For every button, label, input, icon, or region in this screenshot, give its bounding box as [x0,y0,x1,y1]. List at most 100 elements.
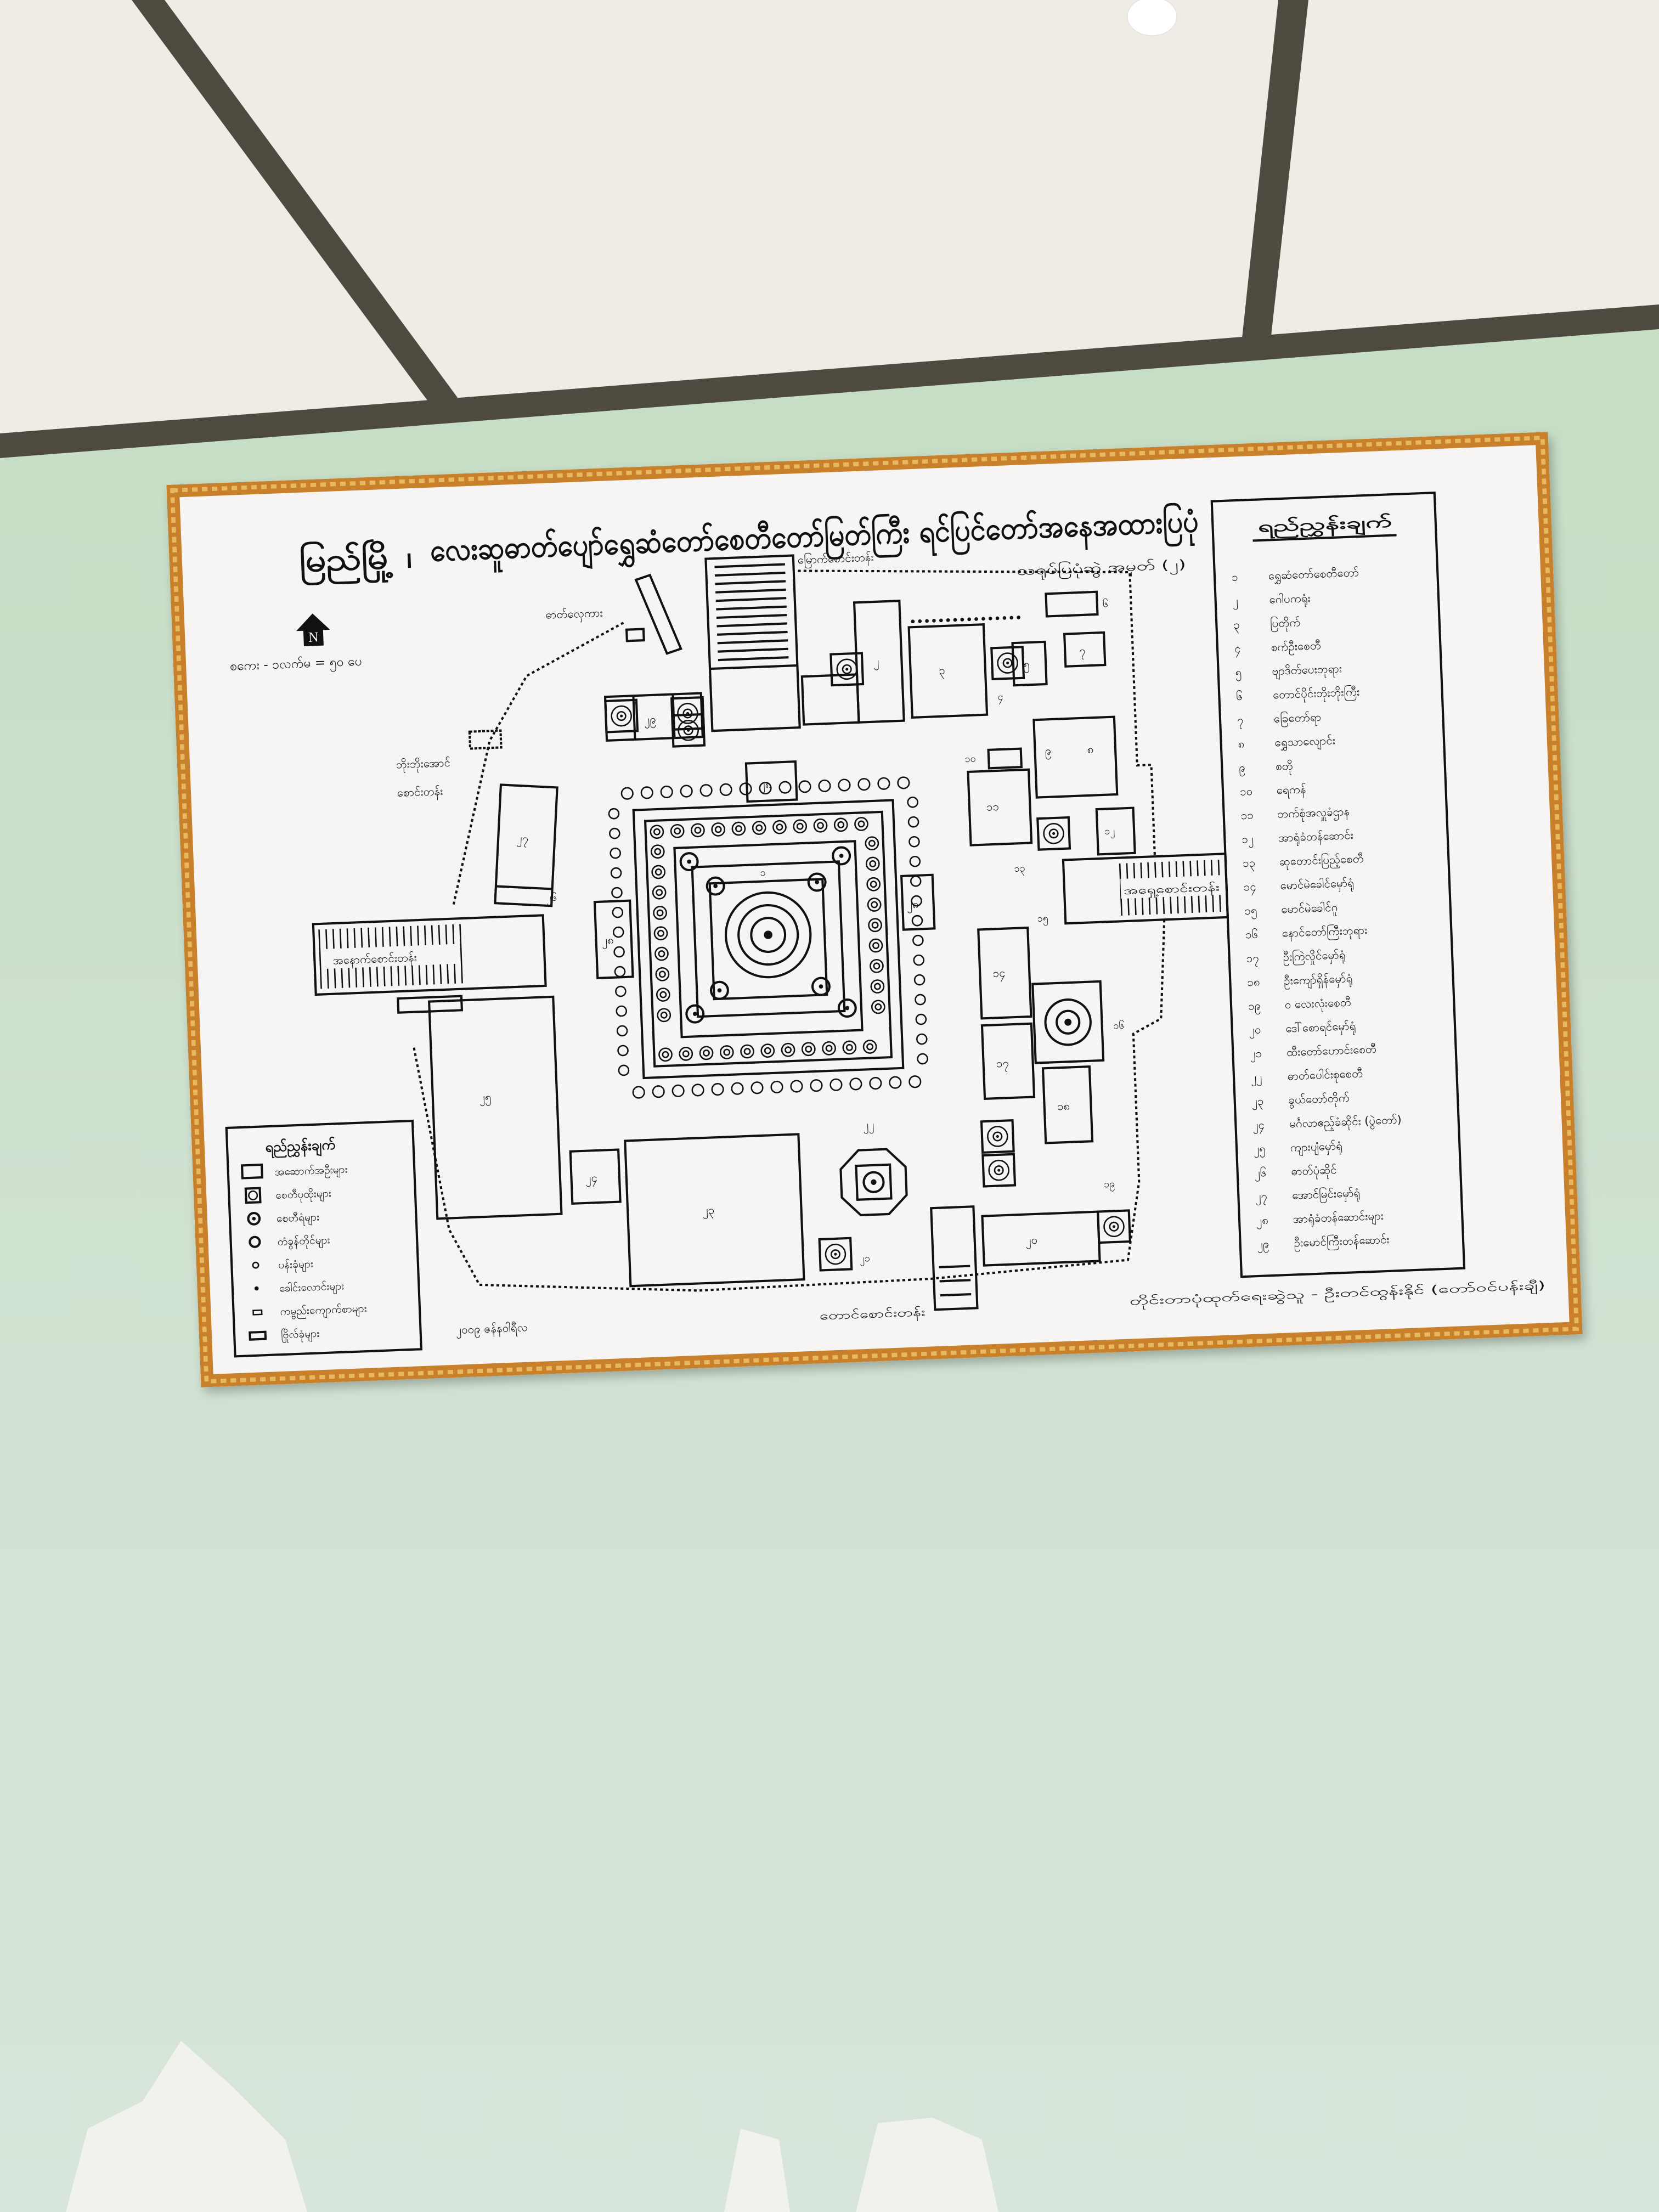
legend-item-number: ၁၈ [1247,975,1260,989]
bell [1002,616,1007,620]
svg-text:၂: ၂ [873,654,879,670]
south-stairway [930,1205,979,1311]
flag-post [909,855,921,867]
flag-post [857,778,871,791]
flag-post [915,994,926,1006]
pillar-circle [653,926,668,941]
pillar-circle [865,856,880,871]
flag-post [917,1053,928,1065]
building-6: ၆ [1045,590,1109,618]
svg-text:၂၈: ၂၈ [601,933,614,949]
svg-text:၂၅: ၂၅ [479,1091,492,1107]
pillar-circle [867,898,882,912]
bell [911,619,915,624]
dot-circle-icon [247,1212,261,1226]
cave-15-label: ၁၅ [1037,912,1048,926]
legend-item-number: ၂ [1232,594,1238,610]
pillar-circle [842,1040,857,1055]
stupa-icon [604,698,639,733]
flag-post [719,783,732,796]
ceiling-hook [1127,0,1177,36]
legend-item-number: ၂၇ [1255,1189,1268,1205]
building-25: ၂၅ [397,995,563,1220]
legend-item-number: ၂၁ [1250,1047,1262,1063]
legend-item: ၁၉ဝ လေးလုံးစေတီ [1248,996,1352,1015]
bell [967,617,972,622]
pillar-circle [833,817,848,832]
legend-item-number: ၃ [1233,618,1240,633]
pond-10: ၁၀ [964,747,1023,770]
flag-post [610,867,622,879]
building-17: ၁၇ [980,1022,1036,1101]
stupa-22: ၂၂ [839,1118,908,1216]
legend-item: ၉စတို [1239,759,1293,777]
flag-post [680,785,693,798]
flag-post [912,934,924,946]
legend-item-number: ၁၉ [1248,999,1261,1015]
flag-post [615,985,627,997]
flag-post [618,1064,630,1076]
flag-post [889,1076,902,1089]
flag-post [652,1085,665,1098]
svg-text:၈: ၈ [1087,742,1094,755]
building-8-9: ၉၈ [1032,715,1119,799]
legend-item-number: ၁၇ [1246,951,1259,967]
svg-text:၃: ၃ [939,663,946,679]
legend-item-number: ၂၀ [1249,1023,1261,1039]
flag-post [778,781,792,794]
flag-post [751,1081,764,1094]
legend-item-number: ၅ [1235,665,1242,681]
flag-post [616,1005,628,1017]
flag-post [711,1082,724,1096]
stupa-icon [1097,1209,1131,1244]
pillar-circle [670,823,685,838]
svg-text:၂၈: ၂၈ [906,898,919,913]
svg-text:၂၃: ၂၃ [702,1203,715,1219]
stupa-icon [980,1119,1015,1154]
flag-post [609,827,620,839]
flag-post [613,946,625,958]
flag-post [610,847,621,859]
flag-post [907,816,919,828]
svg-text:၁၈: ၁၈ [1057,1099,1070,1113]
legend-item-number: ၁၆ [1245,928,1258,941]
stupa-icon [990,646,1025,681]
peeling-paint [66,2041,998,2212]
west-stairway: အနောက်စောင်းတန်း [312,914,547,996]
building-28-east: ၂၈ [900,873,936,931]
bell [932,619,936,623]
stupa-13-label: ၁၃ [1014,862,1025,876]
pillar-circle [657,1008,672,1023]
legend-item: ၂၁ထီးတော်ဟောင်းစေတီ [1250,1042,1376,1063]
building-12: ၁၂ [1095,806,1136,856]
legend-item-number: ၂၄ [1252,1118,1265,1134]
svg-text:၁၄: ၁၄ [992,966,1006,982]
stupa-icon [671,713,706,748]
legend-item-number: ၂၃ [1251,1094,1264,1110]
pillar-circle [679,1047,693,1061]
pillar-circle [854,817,868,831]
flag-post [869,1076,882,1090]
svg-text:၇: ၇ [1079,644,1086,659]
building-7: ၇ [1063,631,1107,668]
stupa-icon [818,1237,853,1272]
flag-post [909,1075,922,1088]
flag-post [660,785,673,799]
stupa-16 [1031,980,1105,1064]
flag-post [759,782,772,795]
pillar-circle [656,988,670,1002]
flag-post [913,954,925,966]
legend-item-number: ၉ [1239,761,1246,776]
pillar-circle [801,1042,816,1057]
pillar-circle [870,958,884,973]
building-28-north: ၂၈ [744,760,798,803]
minor-stupa [679,852,699,872]
pillar-circle [652,885,667,900]
small-rect-icon [252,1309,263,1316]
bell [995,616,1000,620]
pillar-circle [651,865,666,879]
building-5: ၅ [1011,640,1048,687]
flag-post [611,887,623,899]
pillar-circle [699,1046,714,1060]
legend-item-number: ၆ [1236,690,1243,703]
